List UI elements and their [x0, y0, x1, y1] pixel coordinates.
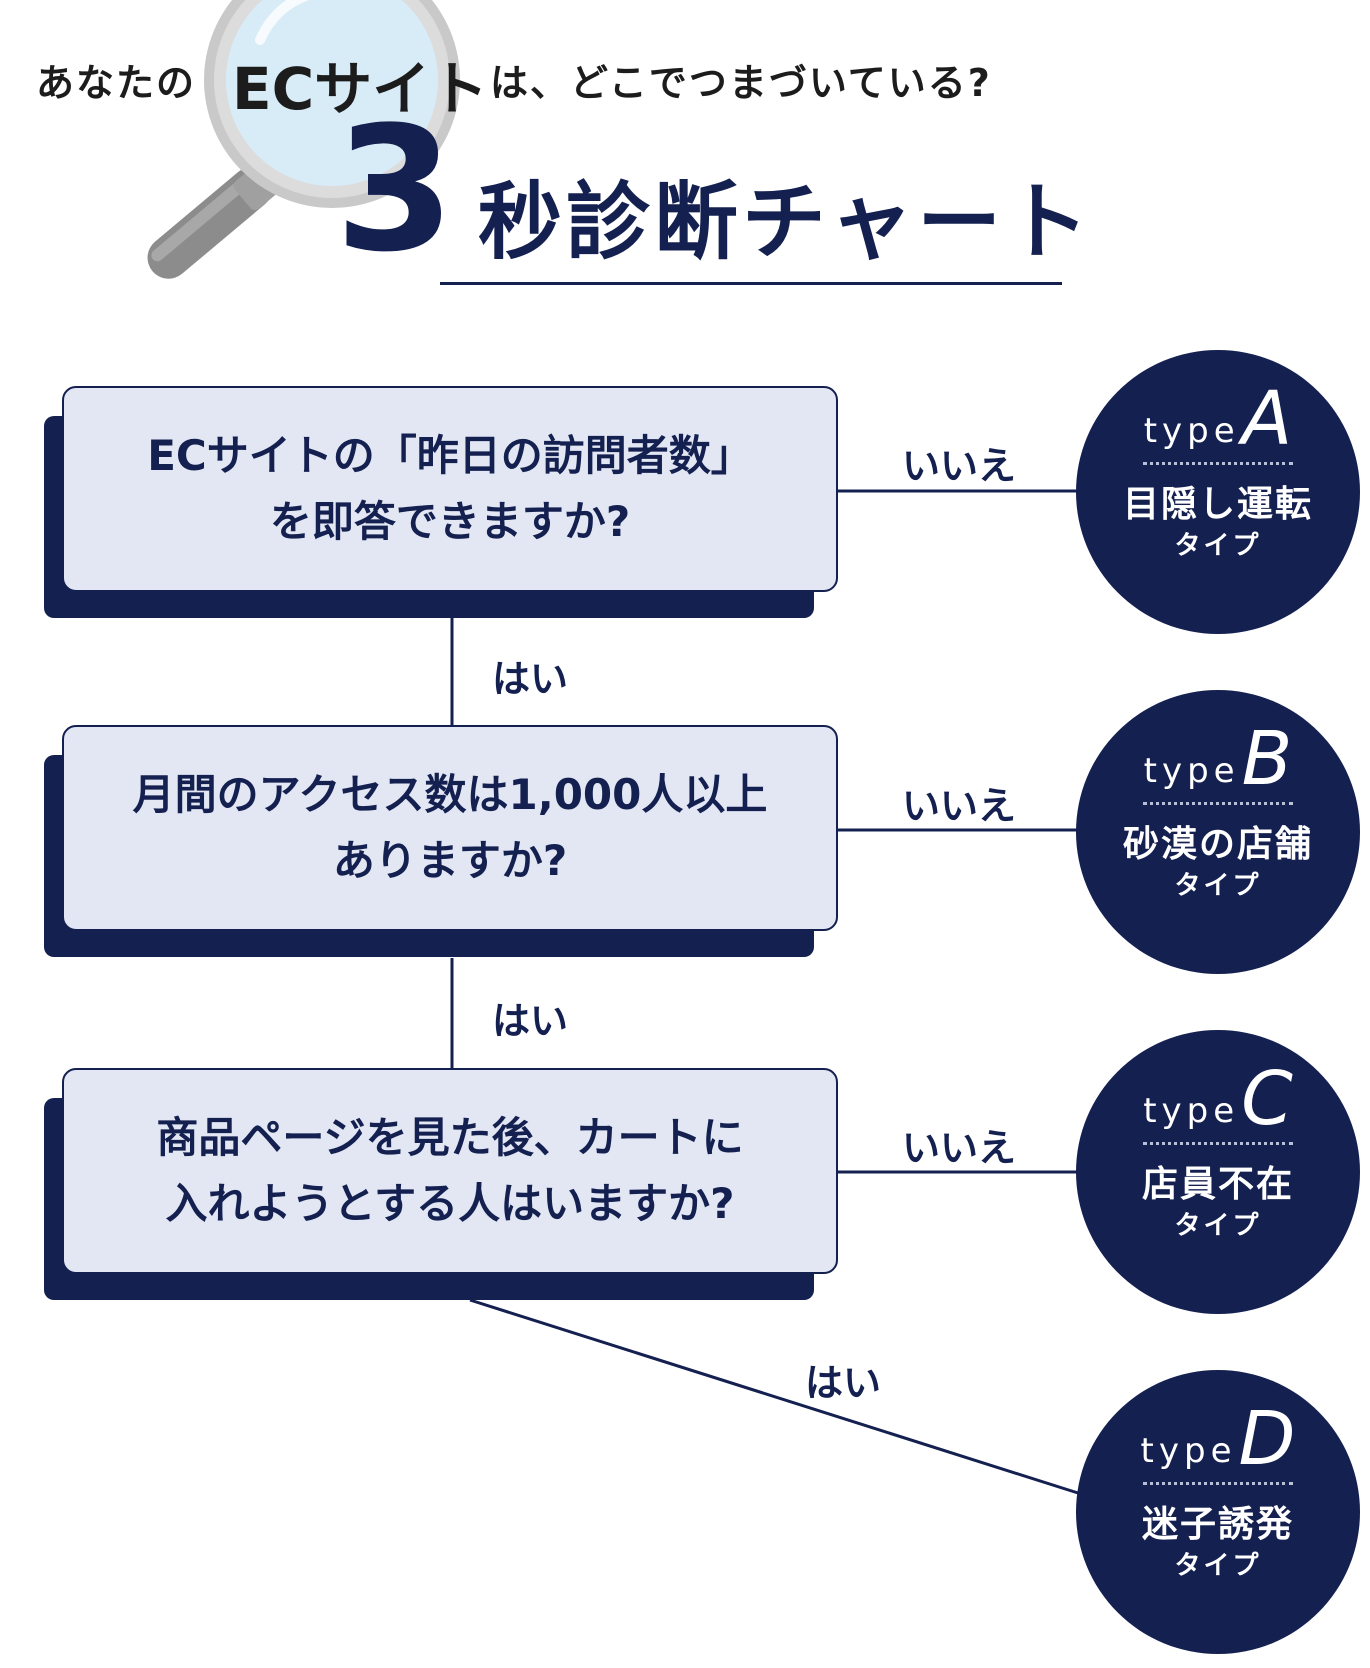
question-2-line-2: ありますか? — [332, 836, 568, 885]
type-letter: D — [1238, 1396, 1296, 1482]
question-1-line-1: ECサイトの「昨日の訪問者数」 — [147, 431, 753, 480]
yes-label-3: はい — [805, 1361, 882, 1405]
type-name: 迷子誘発 — [1141, 1504, 1294, 1545]
subtitle-suffix: は、どこでつまづいている? — [490, 61, 992, 105]
result-type-a: type A 目隠し運転 タイプ — [1076, 350, 1360, 634]
question-box-1: ECサイトの「昨日の訪問者数」 を即答できますか? — [62, 386, 838, 592]
no-label-1: いいえ — [902, 444, 1017, 488]
type-word: type — [1140, 1431, 1237, 1471]
yes-label-2: はい — [492, 999, 569, 1043]
type-letter: A — [1241, 376, 1293, 462]
magnifying-glass-icon — [147, 0, 460, 279]
question-3-line-2: 入れようとする人はいますか? — [165, 1179, 735, 1228]
type-word: type — [1143, 1091, 1240, 1131]
question-3-line-1: 商品ページを見た後、カートに — [156, 1113, 744, 1162]
dotted-divider — [1143, 1142, 1293, 1145]
type-name: 店員不在 — [1141, 1164, 1294, 1205]
dotted-divider — [1143, 462, 1293, 465]
type-suffix: タイプ — [1174, 531, 1262, 561]
subtitle-prefix: あなたの — [36, 61, 197, 105]
dotted-divider — [1143, 802, 1293, 805]
title-number: 3 — [335, 89, 455, 290]
title-underline — [440, 282, 1062, 285]
yes-connector-3 — [469, 1298, 1079, 1495]
question-box-2: 月間のアクセス数は1,000人以上 ありますか? — [62, 725, 838, 931]
result-type-d: type D 迷子誘発 タイプ — [1076, 1370, 1360, 1654]
result-type-b: type B 砂漠の店舗 タイプ — [1076, 690, 1360, 974]
type-letter: B — [1241, 716, 1293, 802]
subtitle-highlight: ECサイト — [232, 55, 489, 123]
result-type-c: type C 店員不在 タイプ — [1076, 1030, 1360, 1314]
type-word: type — [1143, 751, 1240, 791]
type-word: type — [1143, 411, 1240, 451]
type-letter: C — [1241, 1056, 1293, 1142]
type-suffix: タイプ — [1174, 1211, 1262, 1241]
type-suffix: タイプ — [1174, 871, 1262, 901]
page-title: 秒診断チャート — [478, 173, 1094, 271]
no-label-2: いいえ — [902, 784, 1017, 828]
question-box-3: 商品ページを見た後、カートに 入れようとする人はいますか? — [62, 1068, 838, 1274]
dotted-divider — [1143, 1482, 1293, 1485]
no-label-3: いいえ — [902, 1126, 1017, 1170]
yes-label-1: はい — [492, 657, 569, 701]
question-1-line-2: を即答できますか? — [269, 497, 631, 546]
type-name: 砂漠の店舗 — [1122, 824, 1313, 865]
question-2-line-1: 月間のアクセス数は1,000人以上 — [132, 770, 768, 819]
type-name: 目隠し運転 — [1122, 484, 1313, 525]
type-suffix: タイプ — [1174, 1551, 1262, 1581]
